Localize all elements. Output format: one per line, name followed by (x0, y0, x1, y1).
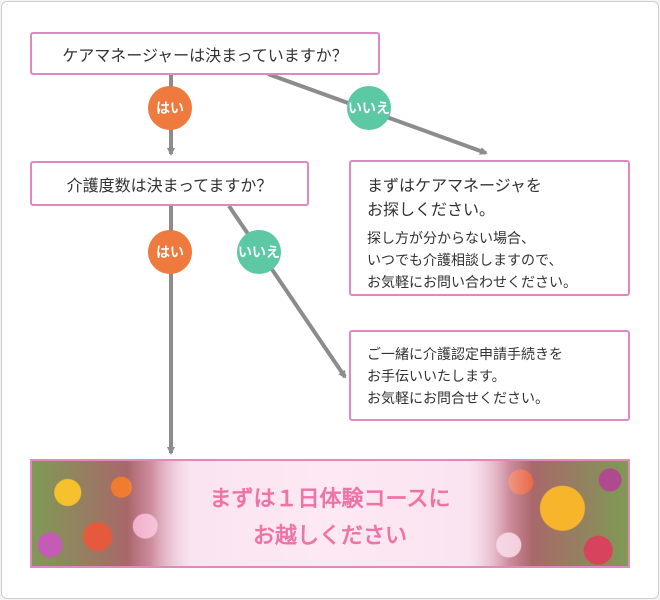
answer-body: ご一緒に介護認定申請手続きを お手伝いいたします。 お気軽にお問合せください。 (367, 347, 563, 407)
yes-badge: はい (148, 86, 192, 130)
answer-body: 探し方が分からない場合、 いつでも介護相談しますので、 お気軽にお問い合わせくだ… (367, 231, 577, 291)
answer-box-find-care-manager: まずはケアマネージャを お探しください。 探し方が分からない場合、 いつでも介護… (349, 160, 630, 296)
question-text: 介護度数は決まってますか？ (66, 175, 273, 195)
trial-course-banner[interactable]: まずは１日体験コースに お越しください (30, 459, 630, 568)
banner-text: まずは１日体験コースに お越しください (209, 487, 451, 549)
answer-box-application-help: ご一緒に介護認定申請手続きを お手伝いいたします。 お気軽にお問合せください。 (349, 330, 630, 421)
question-box-care-manager: ケアマネージャーは決まっていますか？ (30, 32, 380, 75)
no-badge: いいえ (347, 86, 391, 130)
no-label: いいえ (348, 101, 390, 117)
yes-label: はい (156, 245, 184, 261)
no-badge: いいえ (237, 230, 281, 274)
yes-badge: はい (148, 230, 192, 274)
no-label: いいえ (238, 245, 280, 261)
question-text: ケアマネージャーは決まっていますか？ (62, 45, 348, 65)
yes-label: はい (156, 101, 184, 117)
question-box-care-level: 介護度数は決まってますか？ (30, 161, 309, 206)
answer-heading: まずはケアマネージャを お探しください。 (367, 176, 542, 219)
arrow-q2-no (227, 204, 347, 379)
